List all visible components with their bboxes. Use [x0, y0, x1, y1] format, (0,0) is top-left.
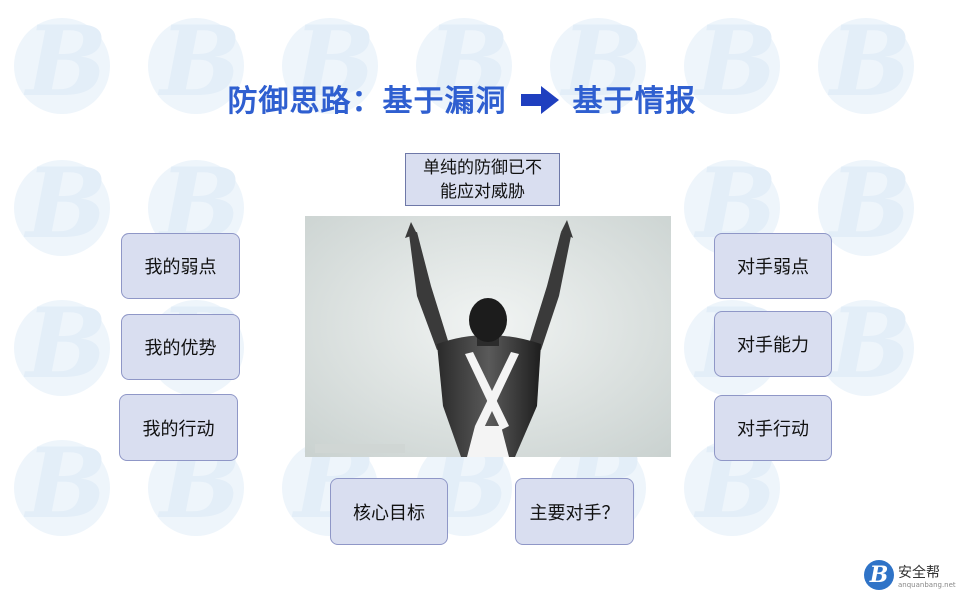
athlete-photo [305, 216, 671, 457]
box-main-opponent: 主要对手？ [515, 478, 634, 545]
brand-logo: B 安全帮 anquanbang.net [864, 560, 956, 594]
raised-arms-figure-image [305, 216, 671, 457]
box-opponent-capability: 对手能力 [714, 311, 832, 377]
box-opponent-action: 对手行动 [714, 395, 832, 461]
right-arrow-icon [520, 86, 559, 114]
slide-title: 防御思路：基于漏洞 基于情报 [0, 76, 924, 120]
box-opponent-weakness: 对手弱点 [714, 233, 832, 299]
box-my-weakness: 我的弱点 [121, 233, 240, 299]
brand-b-icon: B [864, 560, 894, 590]
threat-note: 单纯的防御已不 能应对威胁 [405, 153, 560, 206]
brand-url: anquanbang.net [898, 581, 956, 589]
note-line-1: 单纯的防御已不 [423, 158, 542, 178]
title-left-text: 防御思路：基于漏洞 [227, 84, 507, 119]
box-my-action: 我的行动 [119, 394, 238, 461]
brand-name: 安全帮 [898, 565, 940, 581]
box-my-strength: 我的优势 [121, 314, 240, 380]
title-right-text: 基于情报 [572, 84, 697, 119]
box-core-target: 核心目标 [330, 478, 448, 545]
note-line-2: 能应对威胁 [440, 182, 525, 202]
